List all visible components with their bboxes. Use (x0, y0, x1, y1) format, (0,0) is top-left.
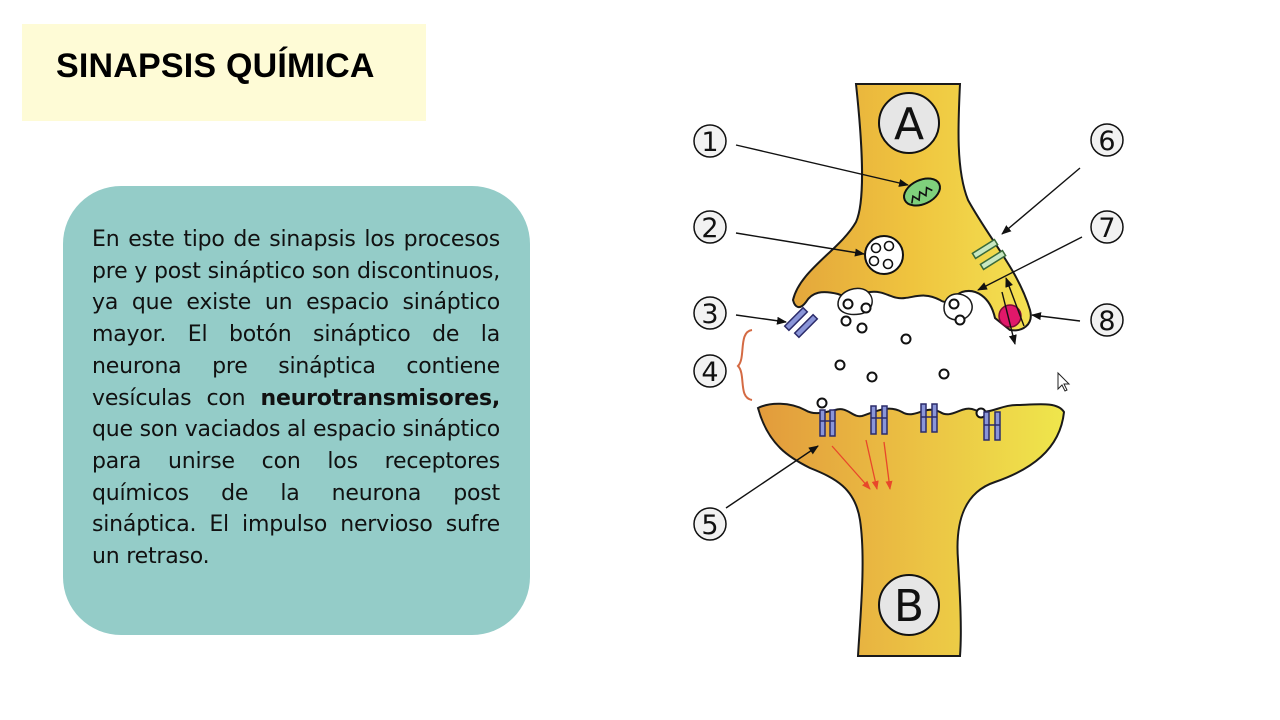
description-text: En este tipo de sinapsis los procesos pr… (92, 224, 500, 573)
description-part-2: que son vaciados al espacio sináptico pa… (92, 417, 500, 570)
receptor-crossbars (820, 416, 1000, 426)
svg-text:1: 1 (701, 127, 718, 158)
mitochondrion-icon (903, 177, 941, 207)
callout-4: 4 (693, 354, 727, 388)
svg-text:8: 8 (1098, 306, 1115, 337)
reuptake-transporter-icon (971, 238, 1007, 271)
callout-7: 7 (1090, 210, 1124, 244)
mouse-cursor-icon (1057, 371, 1071, 392)
leader-arrows (725, 144, 1083, 509)
callout-3: 3 (693, 296, 727, 330)
postsynaptic-receptors (819, 403, 1001, 441)
description-bold: neurotransmisores, (260, 385, 501, 411)
svg-text:4: 4 (701, 357, 718, 388)
description-part-1: En este tipo de sinapsis los procesos pr… (92, 227, 500, 411)
enzyme-icon (998, 304, 1022, 328)
label-b-circle (878, 574, 940, 636)
svg-text:3: 3 (701, 299, 718, 330)
svg-text:2: 2 (701, 213, 718, 244)
label-a-circle (878, 92, 940, 154)
neuron-label-b: B (894, 581, 924, 632)
svg-text:5: 5 (701, 510, 718, 541)
presynaptic-neuron (791, 83, 1032, 332)
callout-2: 2 (693, 210, 727, 244)
callout-5: 5 (693, 507, 727, 541)
synaptic-vesicle-icon (864, 235, 904, 275)
description-box: En este tipo de sinapsis los procesos pr… (63, 186, 530, 635)
signal-arrows (831, 439, 893, 490)
callout-8: 8 (1090, 303, 1124, 337)
presynaptic-receptor-icon (783, 306, 819, 339)
neuron-label-a: A (894, 99, 924, 150)
neurotransmitters (816, 298, 987, 419)
svg-text:7: 7 (1098, 213, 1115, 244)
postsynaptic-neuron (756, 402, 1066, 657)
svg-text:6: 6 (1098, 126, 1115, 157)
slide-title: SINAPSIS QUÍMICA (56, 47, 375, 85)
callout-6: 6 (1090, 123, 1124, 157)
title-box: SINAPSIS QUÍMICA (22, 24, 426, 121)
callout-1: 1 (693, 124, 727, 158)
synaptic-cleft-bracket (736, 329, 753, 401)
